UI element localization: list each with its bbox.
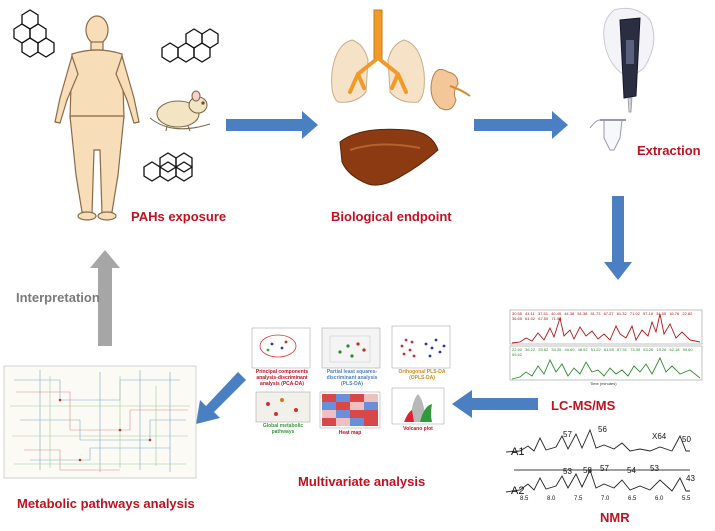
caption-plsda: Partial least squares-discriminant analy… — [326, 369, 378, 387]
arrow-interpretation — [90, 250, 120, 346]
nmr-axis-tick: 8.5 — [520, 496, 529, 502]
lcms-peak-label: 34.55 — [656, 311, 670, 316]
nmr-axis-tick: 5.5 — [682, 496, 691, 502]
global-pathways-panel — [255, 391, 311, 423]
pipette-hand-icon — [603, 7, 655, 113]
lcms-chromatogram — [509, 309, 703, 381]
caption-heatmap: Heat map — [338, 430, 362, 436]
nmr-spectrum — [505, 428, 690, 493]
lcms-peak-label: 73.39 — [630, 347, 644, 352]
lcms-peak-label: 62.18 — [669, 347, 683, 352]
arrow-endpoint-to-extraction — [474, 111, 568, 139]
lcms-peak-label: 44.11 — [525, 311, 538, 316]
nmr-axis-tick: 6.5 — [628, 496, 637, 502]
nmr-peak-label: 56 — [598, 425, 607, 434]
nmr-axis-tick: 7.5 — [574, 496, 583, 502]
nmr-peak-label: 57 — [563, 430, 572, 439]
metabolic-pathway-map — [3, 365, 197, 479]
human-figure-icon — [54, 15, 140, 221]
heatmap-panel — [319, 391, 381, 429]
lcms-peak-label: 22.82 — [682, 311, 693, 316]
lcms-peak-label: 71.58 — [551, 316, 562, 321]
nmr-peak-label: 53 — [563, 467, 572, 476]
lcms-peak-label: 16.76 — [669, 311, 683, 316]
label-biological-endpoint: Biological endpoint — [331, 209, 452, 224]
lcms-peak-label: 71.92 — [629, 311, 643, 316]
lcms-peak-label: 51.38 — [577, 311, 591, 316]
nmr-axis-tick: 8.0 — [547, 496, 556, 502]
lcms-peak-label: 67.91 — [617, 347, 631, 352]
nmr-scale-label: X64 — [652, 432, 667, 441]
arrow-multivariate-to-metabolic — [196, 372, 246, 424]
lcms-peak-label: 36.22 — [525, 347, 539, 352]
label-metabolic-pathways: Metabolic pathways analysis — [17, 496, 195, 511]
lungs-icon — [331, 9, 425, 103]
lcms-peak-label: 59.62 — [512, 352, 523, 357]
lcms-peak-label: 61.02 — [525, 316, 539, 321]
lcms-peak-label: 67.27 — [603, 311, 617, 316]
pah-molecule-topright-icon — [161, 28, 219, 63]
lcms-peak-label: 22.50 — [512, 347, 526, 352]
caption-volcano: Volcano plot — [403, 426, 433, 432]
lcms-peak-label: 34.35 — [551, 347, 565, 352]
lcms-peak-label: 61.55 — [603, 347, 617, 352]
label-multivariate-analysis: Multivariate analysis — [298, 474, 426, 489]
plsda-plot-panel — [321, 327, 381, 369]
lcms-bottom-peaks: 22.50 36.22 25.62 34.35 40.60 48.92 51.2… — [512, 347, 702, 357]
lcms-peak-label: 67.50 — [538, 316, 552, 321]
arrow-extraction-to-lcms — [604, 196, 632, 280]
nmr-axis-tick: 7.0 — [601, 496, 610, 502]
nmr-a2-label: A2 — [511, 485, 525, 497]
nmr-peak-label: 43 — [686, 474, 695, 483]
nmr-peak-label: 50 — [682, 435, 691, 444]
lcms-peak-label: 40.60 — [564, 347, 578, 352]
nmr-peak-label: 54 — [627, 466, 636, 475]
nmr-a1-label: A1 — [511, 446, 525, 458]
caption-global-pathways: Global metabolic pathways — [262, 423, 304, 435]
nmr-peak-label: 57 — [600, 464, 609, 473]
caption-pca: Principal components analysis-discrimina… — [255, 369, 309, 387]
nmr-peak-label: 53 — [650, 464, 659, 473]
label-interpretation: Interpretation — [16, 290, 100, 305]
lcms-time-axis-label: Time (minutes) — [590, 381, 617, 386]
kidney-icon — [430, 68, 471, 111]
lcms-peak-label: 25.62 — [538, 347, 552, 352]
lcms-peak-label: 48.92 — [577, 347, 591, 352]
oplsda-plot-panel — [391, 325, 451, 369]
lcms-top-peaks: 30.55 44.11 37.51 40.45 44.38 51.38 51.7… — [512, 311, 702, 321]
label-pahs-exposure: PAHs exposure — [131, 209, 227, 224]
liver-icon — [339, 128, 439, 186]
lcms-peak-label: 59.60 — [682, 347, 693, 352]
lcms-peak-label: 40.45 — [551, 311, 565, 316]
caption-oplsda: Orthogonal PLS-DA (OPLS-DA) — [398, 369, 446, 381]
lcms-peak-label: 51.22 — [590, 347, 604, 352]
rat-icon — [149, 90, 211, 132]
lcms-peak-label: 57.18 — [642, 311, 657, 316]
lcms-peak-label: 36.65 — [512, 316, 526, 321]
nmr-peak-label: 58 — [583, 466, 592, 475]
pah-molecule-topleft-icon — [13, 9, 55, 58]
lcms-peak-label: 19.26 — [656, 347, 670, 352]
eppendorf-tube-icon — [589, 119, 626, 151]
lcms-peak-label: 44.38 — [564, 311, 578, 316]
lcms-peak-label: 61.32 — [616, 311, 630, 316]
lcms-peak-label: 51.73 — [590, 311, 604, 316]
lcms-peak-label: 37.51 — [537, 311, 552, 316]
lcms-peak-label: 63.26 — [643, 347, 657, 352]
lcms-peak-label: 30.55 — [512, 311, 526, 316]
pah-molecule-bottom-icon — [143, 152, 193, 182]
pca-plot-panel — [251, 327, 311, 369]
label-extraction: Extraction — [637, 143, 701, 158]
arrow-exposure-to-endpoint — [226, 111, 318, 139]
label-nmr: NMR — [600, 510, 630, 525]
arrow-lcms-to-multivariate — [452, 390, 538, 418]
nmr-axis-tick: 6.0 — [655, 496, 664, 502]
volcano-plot-panel — [391, 387, 445, 425]
label-lcms: LC-MS/MS — [551, 398, 616, 413]
